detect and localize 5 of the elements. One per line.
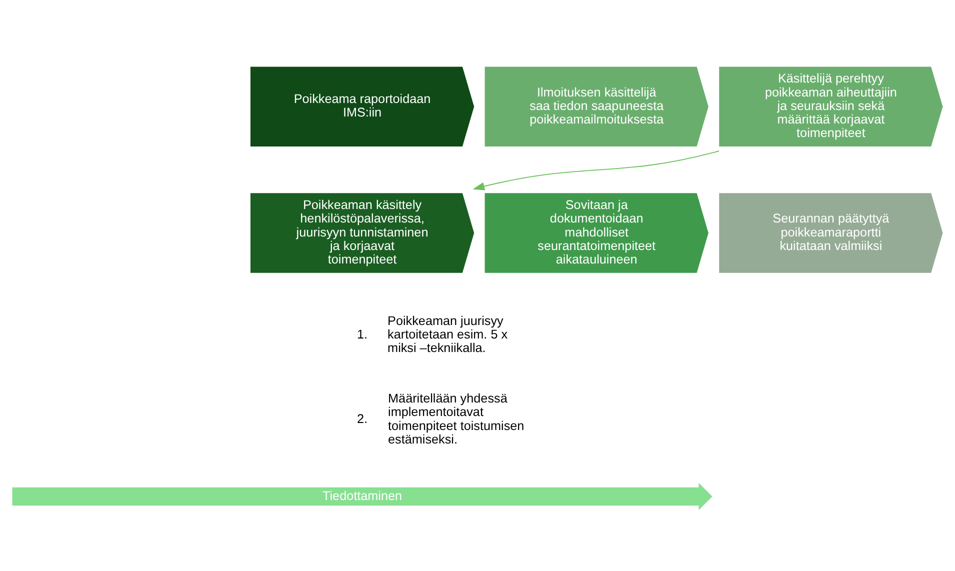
label: 1.: [357, 327, 368, 342]
label: Määritellään yhdessä implementoitavat toimenpiteet toistumisen estämiseksi.: [388, 392, 524, 446]
arrow: [472, 150, 720, 190]
label: 2.: [357, 412, 368, 426]
label: Poikkeaman juurisyy kartoitetaan esim. 5 x miksi –tekniikalla.: [388, 314, 508, 356]
